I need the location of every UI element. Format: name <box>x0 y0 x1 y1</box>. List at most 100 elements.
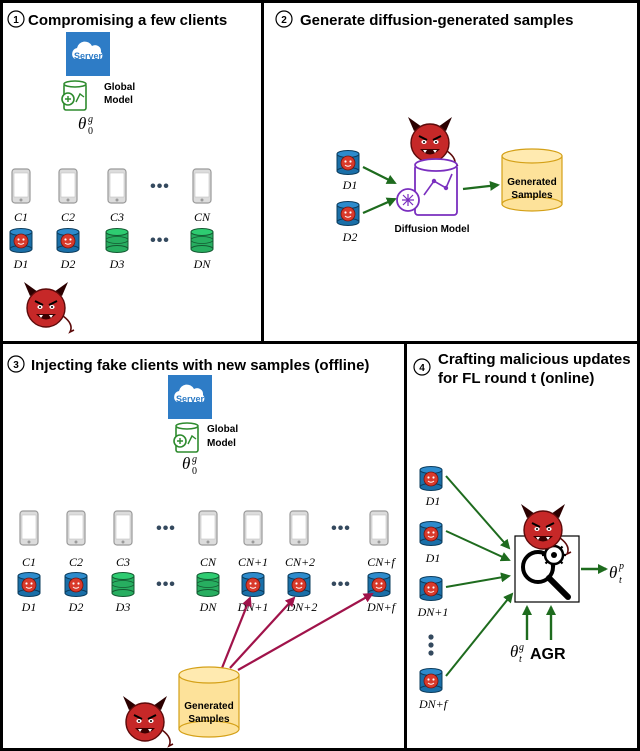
client-label: CN+2 <box>285 555 315 569</box>
client-label: CN+f <box>367 555 396 569</box>
generated-samples-db <box>501 148 563 212</box>
panel-3-title: Injecting fake clients with new samples … <box>31 357 369 374</box>
panel-4-number-badge <box>413 358 431 376</box>
panel-1-number-badge <box>7 10 25 28</box>
fake-client-dataset-icon <box>367 572 391 597</box>
ellipsis: ••• <box>156 576 176 593</box>
fake-client-dataset-icon <box>241 572 265 597</box>
compromised-dataset-icon <box>56 228 80 253</box>
phone-icon <box>369 510 389 546</box>
server-label: Server <box>176 394 205 404</box>
theta-p-superscript: p <box>618 561 624 572</box>
client-label: C1 <box>14 210 28 224</box>
dataset-icon <box>105 228 129 253</box>
server-label: Server <box>74 51 103 61</box>
panel-1: 1 Compromising a few clients Server Glob… <box>7 10 227 333</box>
panel-4-title-line-2: for FL round t (online) <box>438 370 594 387</box>
diffusion-model-label: Diffusion Model <box>395 224 470 235</box>
dataset-label: D1 <box>425 494 441 508</box>
client-label: C3 <box>116 555 130 569</box>
update-arrow <box>445 592 514 677</box>
injection-arrow <box>229 596 296 669</box>
ellipsis: ••• <box>156 520 176 537</box>
generated-samples-label-2: Samples <box>511 190 553 201</box>
client-label: C2 <box>61 210 75 224</box>
input-arrow <box>362 166 397 184</box>
search-gear-icon <box>521 543 571 600</box>
global-model-label-2: Model <box>104 95 133 106</box>
compromised-dataset-icon <box>9 228 33 253</box>
update-arrow <box>445 530 511 562</box>
attacker-devil-icon <box>23 281 75 333</box>
dataset-label: DN+f <box>366 600 397 614</box>
theta-subscript: 0 <box>88 126 93 137</box>
injection-arrow <box>220 596 252 669</box>
client-label: CN+1 <box>238 555 268 569</box>
theta-subscript: 0 <box>192 466 197 477</box>
theta-superscript: g <box>88 114 93 125</box>
panel-4: 4 Crafting malicious updates for FL roun… <box>413 351 631 711</box>
dataset-label: D1 <box>21 600 37 614</box>
dataset-label: D2 <box>60 257 76 271</box>
phone-icon <box>66 510 86 546</box>
panel-1-number: 1 <box>13 15 19 26</box>
dataset-label: DN <box>199 600 218 614</box>
theta-symbol: θ <box>182 454 190 473</box>
client-label: C2 <box>69 555 83 569</box>
compromised-dataset-icon <box>336 150 360 175</box>
agr-label: AGR <box>530 646 566 663</box>
phone-icon <box>198 510 218 546</box>
panel-2: 2 Generate diffusion-generated samples D… <box>275 10 573 244</box>
phone-icon <box>192 168 212 204</box>
phone-icon <box>19 510 39 546</box>
fake-client-dataset-icon <box>419 668 443 693</box>
output-arrow <box>462 180 500 191</box>
compromised-dataset-icon <box>419 466 443 491</box>
generated-samples-label-1: Generated <box>184 701 233 712</box>
panel-1-title: Compromising a few clients <box>28 12 227 29</box>
dataset-label: D1 <box>342 178 358 192</box>
phone-icon <box>243 510 263 546</box>
panel-3-number-badge <box>7 355 25 373</box>
panel-2-number: 2 <box>281 15 287 26</box>
generated-samples-label-1: Generated <box>507 177 556 188</box>
phone-icon <box>11 168 31 204</box>
phone-icon <box>289 510 309 546</box>
dataset-label: D2 <box>68 600 84 614</box>
panel-4-title-line-1: Crafting malicious updates <box>438 351 631 368</box>
vertical-ellipsis <box>428 634 434 656</box>
dataset-icon <box>111 572 135 597</box>
panel-3: 3 Injecting fake clients with new sample… <box>7 355 397 747</box>
generated-samples-db <box>178 666 240 738</box>
ellipsis: ••• <box>150 232 170 249</box>
update-arrow <box>445 475 511 550</box>
client-label: C1 <box>22 555 36 569</box>
phone-icon <box>58 168 78 204</box>
dataset-label: D3 <box>115 600 131 614</box>
theta-t-symbol: θ <box>510 642 518 661</box>
diffusion-model-icon <box>396 158 458 216</box>
dataset-icon <box>196 572 220 597</box>
update-arrow <box>445 572 511 588</box>
theta-p-symbol: θ <box>609 563 617 582</box>
fake-client-dataset-icon <box>419 576 443 601</box>
generated-samples-label-2: Samples <box>188 714 230 725</box>
panel-2-number-badge <box>275 10 293 28</box>
dataset-label: D3 <box>109 257 125 271</box>
phone-icon <box>113 510 133 546</box>
client-label: CN <box>200 555 217 569</box>
compromised-dataset-icon <box>336 201 360 226</box>
client-label: CN <box>194 210 211 224</box>
dataset-label: DN+1 <box>417 605 449 619</box>
theta-p-subscript: t <box>619 575 622 586</box>
dataset-label: DN+1 <box>237 600 269 614</box>
panel-4-number: 4 <box>419 363 425 374</box>
global-model-icon <box>61 80 87 111</box>
dataset-label: DN <box>193 257 212 271</box>
client-label: C3 <box>110 210 124 224</box>
ellipsis: ••• <box>331 576 351 593</box>
global-model-label-1: Global <box>104 82 135 93</box>
theta-t-subscript: t <box>519 654 522 665</box>
ellipsis: ••• <box>150 178 170 195</box>
